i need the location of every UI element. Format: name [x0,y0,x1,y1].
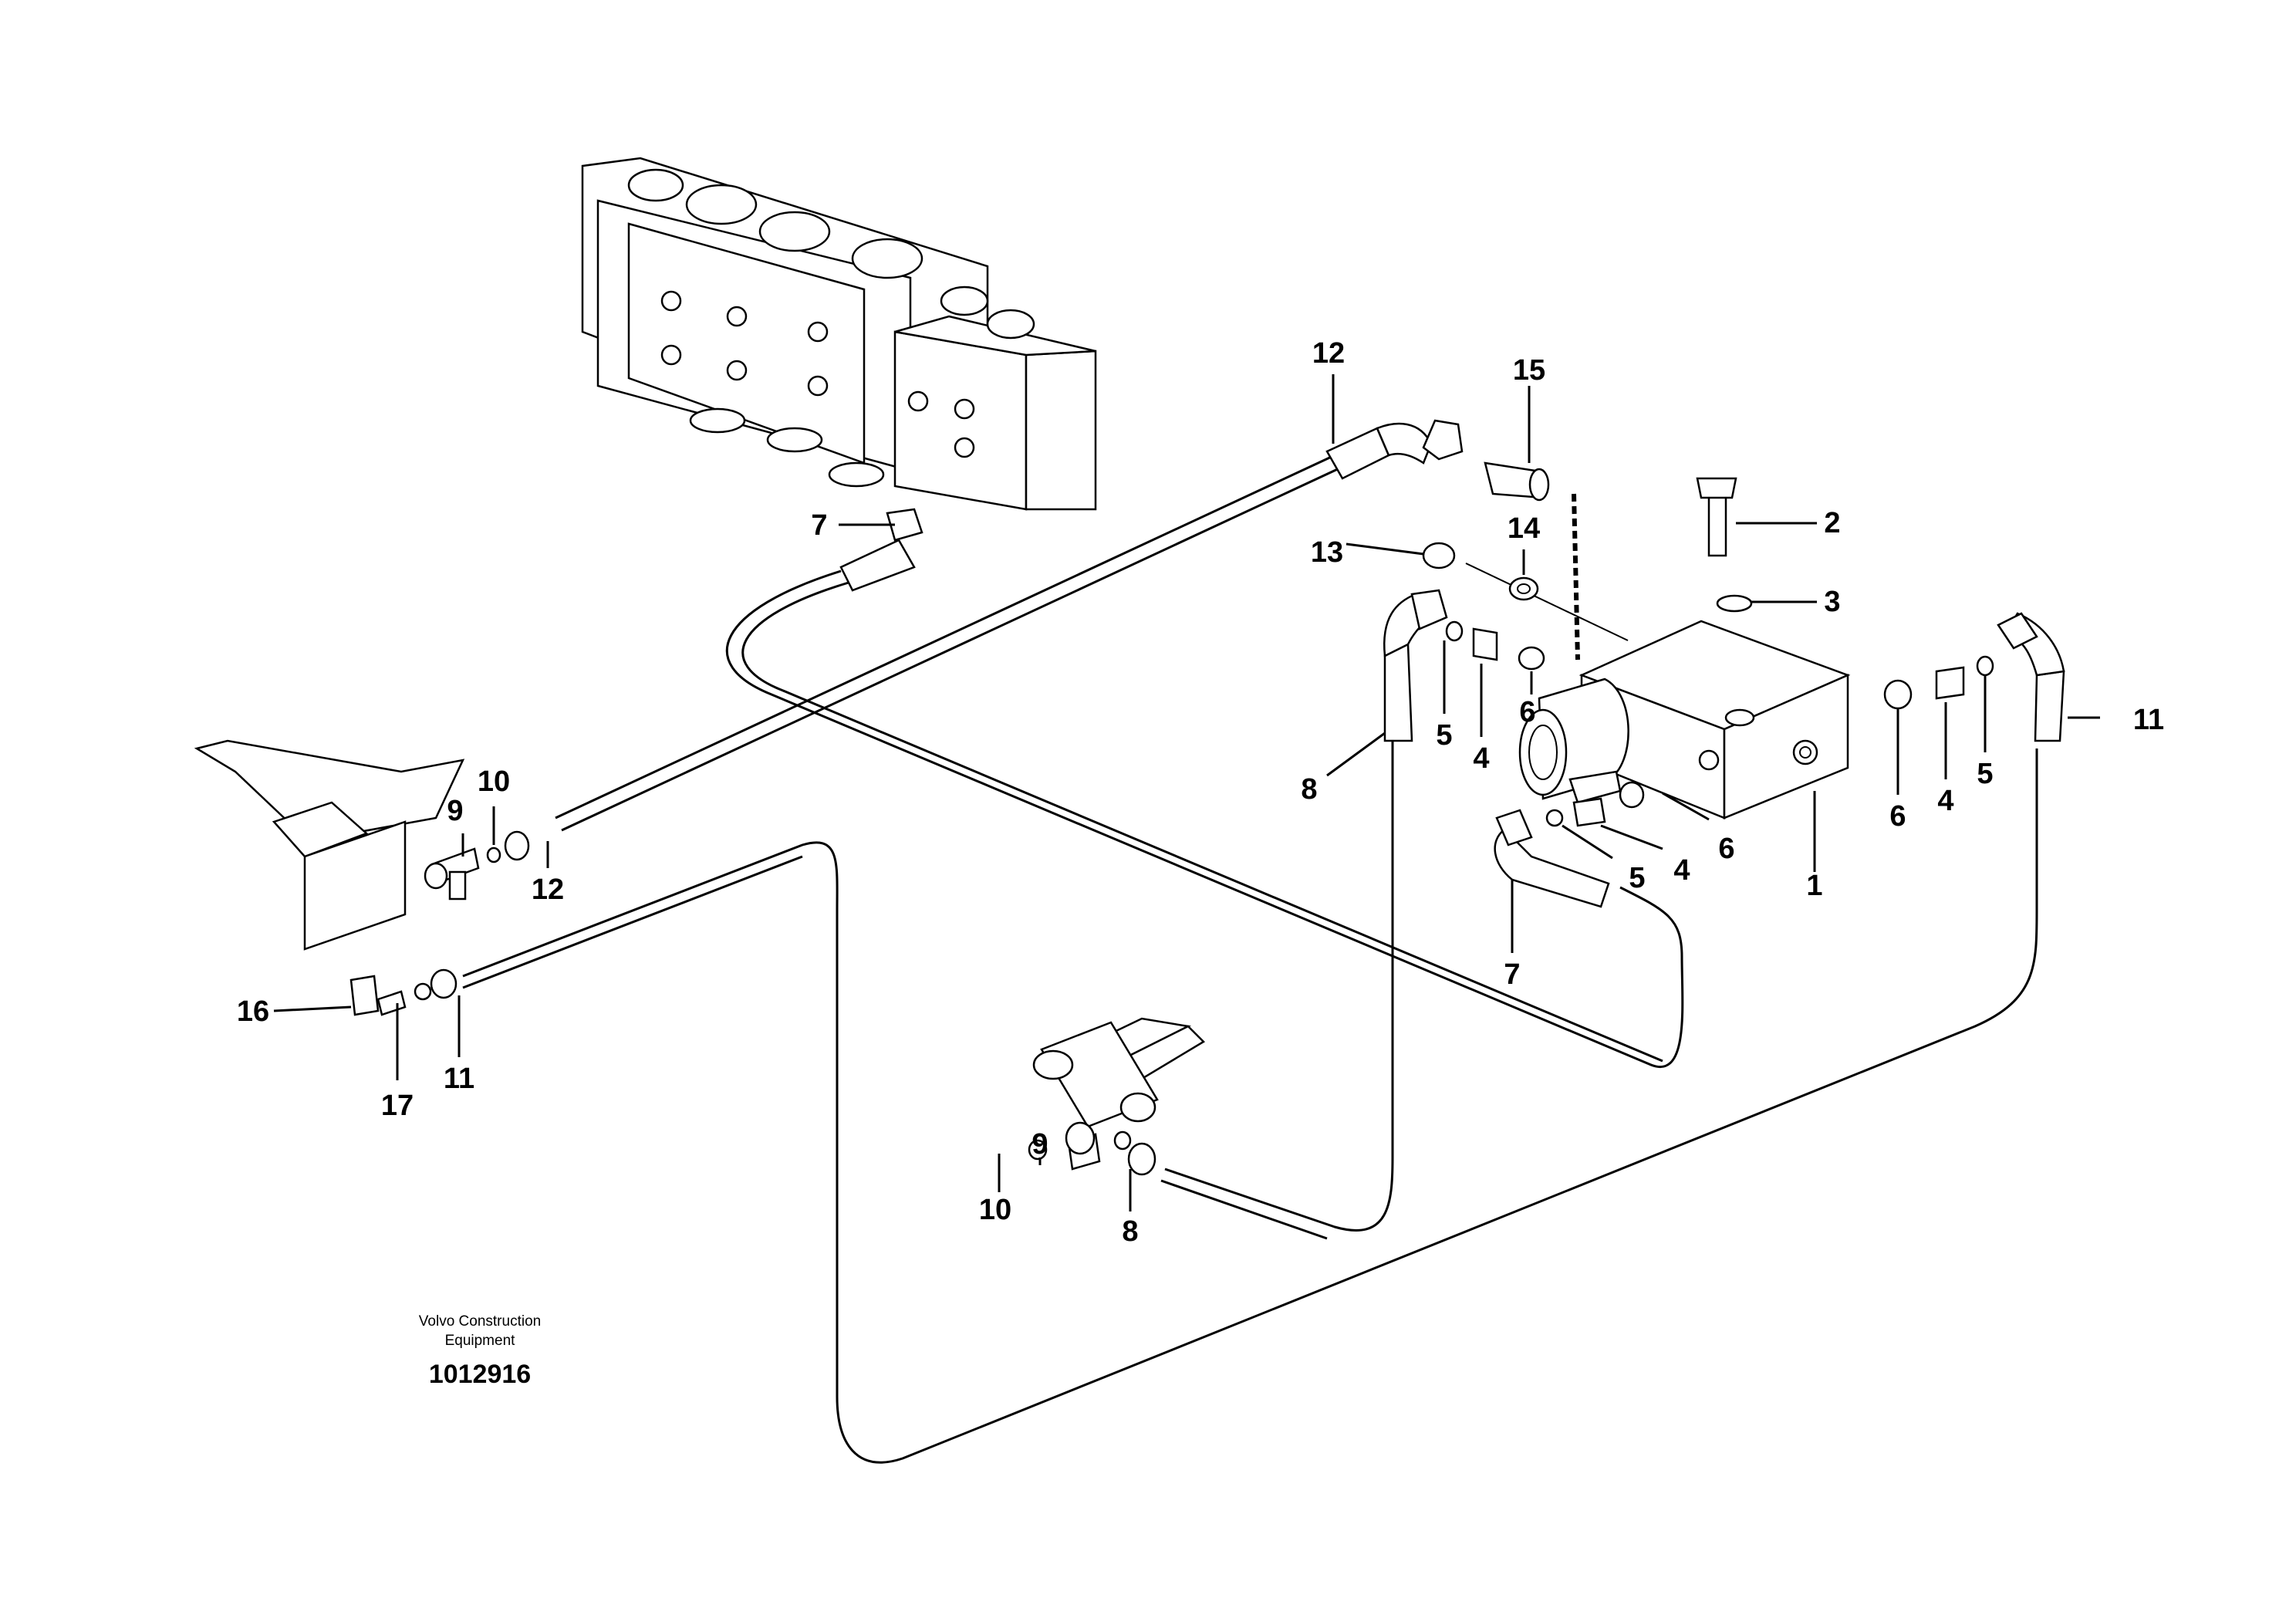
callout-4: 4 [1673,854,1690,887]
hose-routing [462,454,2038,1464]
callout-6: 6 [1718,833,1734,865]
brand-line-2: Equipment [445,1333,516,1349]
callout-8: 8 [1122,1215,1138,1248]
callout-10: 10 [478,765,510,798]
callout-6: 6 [1519,696,1535,728]
callout-1: 1 [1806,870,1822,902]
callout-11: 11 [2133,704,2164,736]
callout-9: 9 [1032,1128,1048,1161]
callout-10: 10 [979,1194,1011,1226]
control-valve-assembly [581,157,1097,592]
callout-5: 5 [1436,719,1452,752]
callout-8: 8 [1301,773,1317,806]
callout-17: 17 [381,1090,414,1122]
callout-9: 9 [447,795,463,827]
callout-14: 14 [1508,512,1540,545]
callout-labels: 1 2 3 4 4 4 5 5 5 6 6 6 7 7 8 8 9 9 10 1… [237,337,2164,1248]
brand-line-1: Volvo Construction [419,1313,541,1330]
callout-5: 5 [1977,758,1993,790]
callout-6: 6 [1889,800,1906,833]
callout-5: 5 [1629,862,1645,894]
fittings [194,419,2065,1176]
callout-7: 7 [1504,958,1520,991]
solenoid-valve-block [1518,493,1851,819]
callout-4: 4 [1937,785,1953,817]
callout-7: 7 [811,509,827,542]
leader-lines [273,374,2100,1211]
callout-16: 16 [237,995,269,1028]
callout-15: 15 [1513,354,1545,387]
drawing-footer: Volvo Construction Equipment 1012916 [419,1313,541,1389]
callout-11: 11 [444,1063,474,1095]
callout-13: 13 [1311,536,1343,569]
callout-2: 2 [1824,507,1840,539]
callout-12: 12 [1312,337,1345,370]
drawing-number: 1012916 [429,1360,531,1389]
callout-12: 12 [532,874,564,906]
callout-4: 4 [1473,742,1489,775]
callout-3: 3 [1824,586,1840,618]
